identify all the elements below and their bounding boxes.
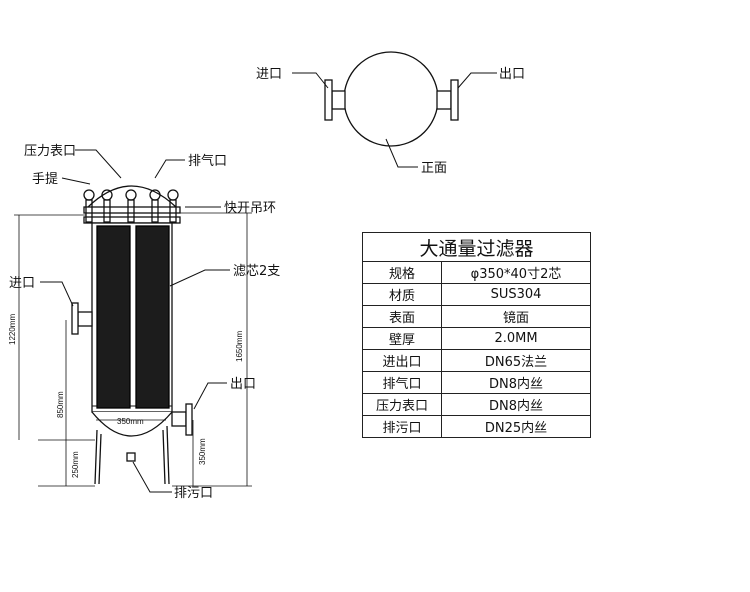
spec-value: DN65法兰 bbox=[441, 349, 591, 372]
top-outlet-flange bbox=[450, 79, 459, 121]
side-inlet-pipe bbox=[77, 311, 93, 327]
dimension-lines bbox=[14, 212, 252, 487]
pressure-gauge-port-label: 压力表口 bbox=[24, 144, 76, 159]
spec-value: DN25内丝 bbox=[441, 415, 591, 438]
spec-key: 材质 bbox=[362, 283, 442, 306]
spec-key: 进出口 bbox=[362, 349, 442, 372]
top-inlet-pipe bbox=[331, 90, 346, 110]
dim-inlet-height: 1220mm bbox=[8, 314, 17, 345]
top-inlet-label: 进口 bbox=[256, 67, 282, 82]
spec-value: φ350*40寸2芯 bbox=[441, 261, 591, 284]
leg-right bbox=[162, 429, 166, 485]
dim-total-height: 1650mm bbox=[235, 331, 244, 362]
spec-value: 2.0MM bbox=[441, 327, 591, 350]
quick-ring-label: 快开吊环 bbox=[224, 201, 276, 216]
dim-leg-height: 250mm bbox=[71, 451, 80, 478]
leg-left bbox=[94, 429, 98, 485]
bottom-dish bbox=[91, 411, 173, 437]
spec-key: 壁厚 bbox=[362, 327, 442, 350]
top-view bbox=[292, 51, 497, 168]
cartridge-label: 滤芯2支 bbox=[233, 264, 280, 279]
top-inlet-flange bbox=[324, 79, 333, 121]
spec-value: DN8内丝 bbox=[441, 393, 591, 416]
side-view bbox=[40, 149, 230, 493]
table-row: 表面镜面 bbox=[362, 305, 591, 328]
side-outlet-label: 出口 bbox=[230, 377, 256, 392]
quick-open-ring-bolts bbox=[83, 189, 179, 223]
handle-label: 手提 bbox=[32, 171, 58, 187]
top-outlet-pipe bbox=[436, 90, 452, 110]
spec-key: 压力表口 bbox=[362, 393, 442, 416]
dim-width: 350mm bbox=[117, 417, 144, 426]
top-outlet-label: 出口 bbox=[499, 67, 525, 82]
filter-cartridge-left bbox=[96, 225, 131, 409]
spec-key: 规格 bbox=[362, 261, 442, 284]
lid-dome bbox=[87, 185, 177, 208]
spec-value: SUS304 bbox=[441, 283, 591, 306]
vessel-circle bbox=[343, 51, 439, 147]
side-outlet-pipe bbox=[171, 411, 187, 427]
spec-value: 镜面 bbox=[441, 305, 591, 328]
drain-label: 排污口 bbox=[174, 486, 213, 501]
dim-drain-height: 350mm bbox=[198, 438, 207, 465]
vent-label: 排气口 bbox=[188, 153, 227, 169]
side-inlet-flange bbox=[71, 302, 79, 335]
top-front-label: 正面 bbox=[421, 161, 447, 176]
side-outlet-flange bbox=[185, 403, 193, 436]
filter-cartridge-right bbox=[135, 225, 170, 409]
spec-key: 排气口 bbox=[362, 371, 442, 394]
spec-table-title: 大通量过滤器 bbox=[362, 232, 591, 262]
dim-outlet-height: 850mm bbox=[56, 391, 65, 418]
spec-value: DN8内丝 bbox=[441, 371, 591, 394]
drain-port bbox=[126, 452, 136, 462]
side-inlet-label: 进口 bbox=[9, 276, 35, 291]
spec-key: 表面 bbox=[362, 305, 442, 328]
spec-key: 排污口 bbox=[362, 415, 442, 438]
lid-flange-top bbox=[83, 206, 181, 214]
